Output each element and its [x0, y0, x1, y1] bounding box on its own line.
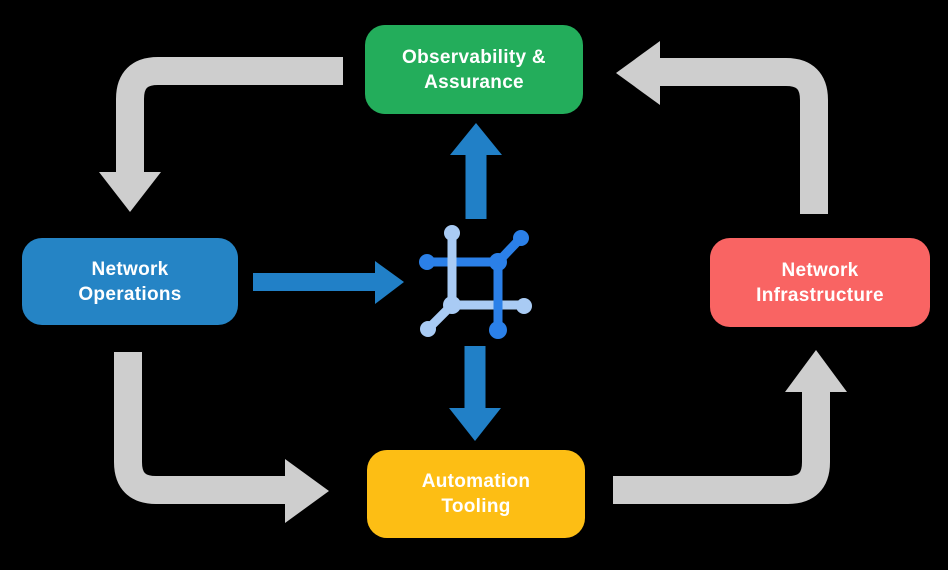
arrow-operations-to-automation: [114, 352, 329, 523]
network-mesh-icon: [419, 225, 532, 339]
arrow-automation-to-infrastructure: [613, 350, 847, 504]
arrow-hub-to-observability: [450, 123, 502, 219]
node-label-line: Network: [781, 259, 859, 281]
node-label-line: Observability &: [402, 46, 546, 68]
arrow-observability-to-operations: [99, 57, 343, 212]
arrow-operations-to-hub: [253, 261, 404, 304]
node-label-line: Infrastructure: [756, 284, 884, 306]
node-label-line: Tooling: [441, 496, 511, 517]
node-label-line: Automation: [421, 471, 531, 492]
arrow-infrastructure-to-observability: [616, 41, 828, 214]
node-label-line: Network: [91, 258, 169, 280]
arrow-hub-to-automation: [449, 346, 501, 441]
node-observability-assurance: Observability & Assurance: [365, 25, 583, 114]
node-network-infrastructure: Network Infrastructure: [710, 238, 930, 327]
node-network-operations: Network Operations: [22, 238, 238, 325]
node-label-line: Operations: [78, 283, 182, 305]
node-label-line: Assurance: [424, 71, 524, 93]
node-automation-tooling: Automation Tooling: [367, 450, 585, 538]
